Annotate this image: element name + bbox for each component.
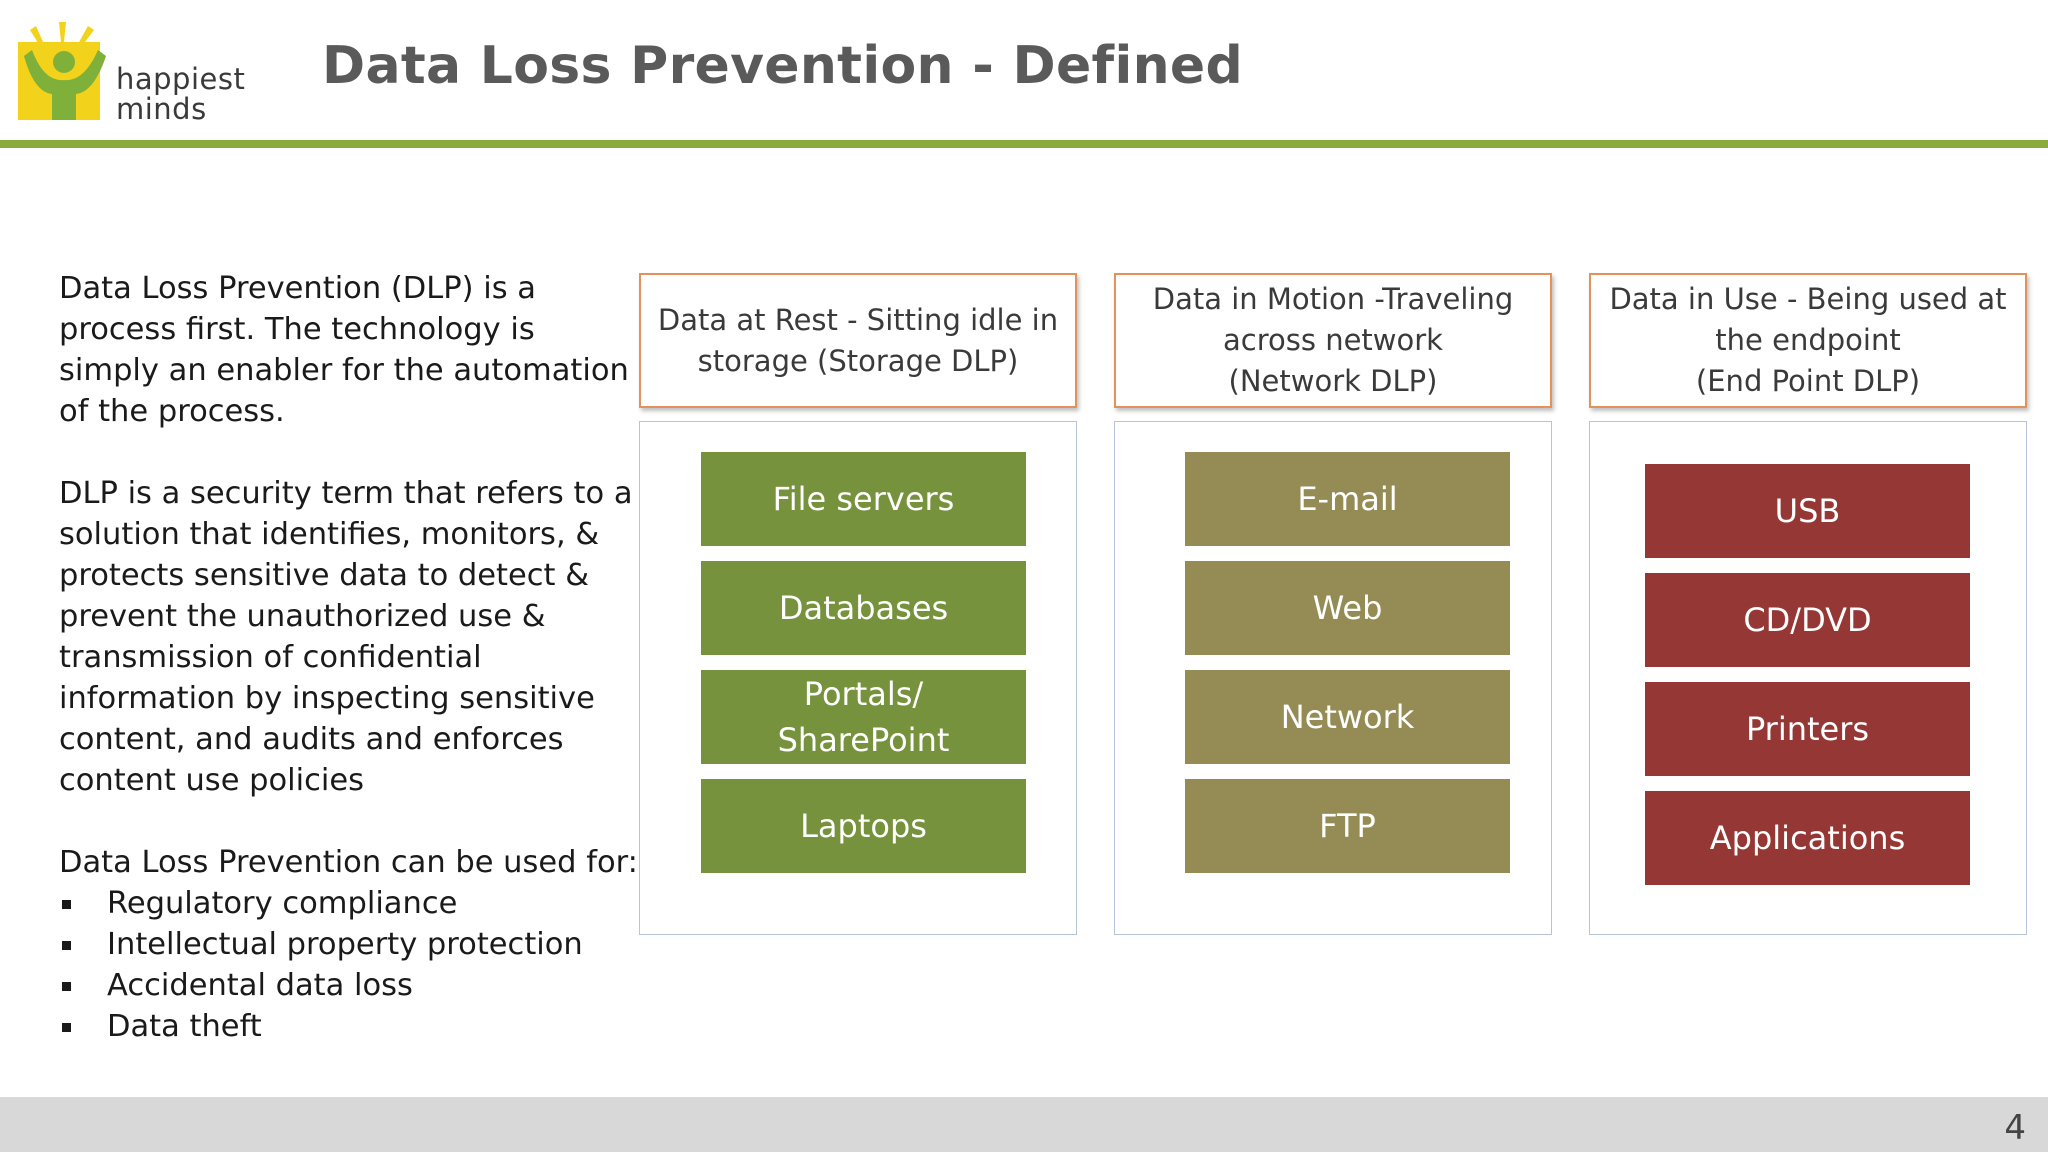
printers-item: Printers xyxy=(1645,682,1970,776)
slide-title: Data Loss Prevention - Defined xyxy=(322,36,1243,96)
email-item: E-mail xyxy=(1185,452,1510,546)
logo-line-2: minds xyxy=(116,92,207,126)
portals-sharepoint-item: Portals/ SharePoint xyxy=(701,670,1026,764)
uses-list: Regulatory compliance Intellectual prope… xyxy=(59,883,639,1047)
company-logo: happiest minds xyxy=(14,20,245,130)
logo-sun-icon xyxy=(18,22,106,120)
data-in-motion-header: Data in Motion -Traveling across network… xyxy=(1114,273,1552,408)
footer-bar xyxy=(0,1097,2048,1152)
intro-paragraph: Data Loss Prevention (DLP) is a process … xyxy=(59,271,629,429)
network-item: Network xyxy=(1185,670,1510,764)
laptops-item: Laptops xyxy=(701,779,1026,873)
file-servers-item: File servers xyxy=(701,452,1026,546)
page-number: 4 xyxy=(2004,1108,2026,1148)
data-at-rest-header: Data at Rest - Sitting idle in storage (… xyxy=(639,273,1077,408)
body-text: Data Loss Prevention (DLP) is a process … xyxy=(59,268,639,1047)
list-item: Accidental data loss xyxy=(59,965,639,1006)
ftp-item: FTP xyxy=(1185,779,1510,873)
list-item: Intellectual property protection xyxy=(59,924,639,965)
uses-heading: Data Loss Prevention can be used for: xyxy=(59,845,638,880)
title-divider xyxy=(0,140,2048,148)
data-in-use-header: Data in Use - Being used at the endpoint… xyxy=(1589,273,2027,408)
web-item: Web xyxy=(1185,561,1510,655)
usb-item: USB xyxy=(1645,464,1970,558)
logo-wordmark: happiest minds xyxy=(116,64,245,124)
list-item: Regulatory compliance xyxy=(59,883,639,924)
list-item: Data theft xyxy=(59,1006,639,1047)
databases-item: Databases xyxy=(701,561,1026,655)
logo-line-1: happiest xyxy=(116,62,246,96)
cd-dvd-item: CD/DVD xyxy=(1645,573,1970,667)
applications-item: Applications xyxy=(1645,791,1970,885)
definition-paragraph: DLP is a security term that refers to a … xyxy=(59,476,633,798)
